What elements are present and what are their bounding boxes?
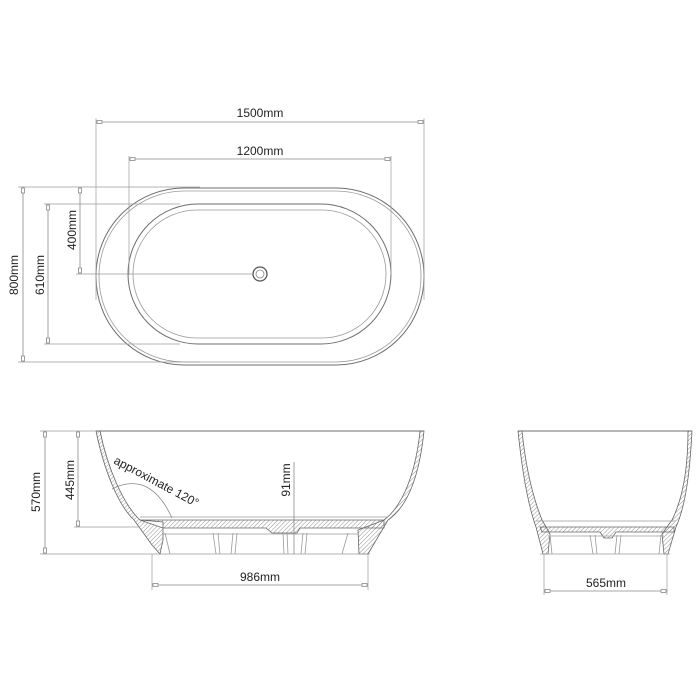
base-rib: [282, 532, 285, 555]
base-rib: [286, 532, 289, 555]
dim-arrow: [46, 337, 50, 344]
dim-label-overall-width: 800mm: [7, 255, 21, 295]
dim-arrow: [417, 120, 424, 124]
dim-arrow: [43, 547, 47, 554]
tub-right-wall: [357, 430, 425, 555]
dim-label-drain-offset: 400mm: [65, 210, 79, 250]
dim-arrow: [78, 267, 82, 274]
base-rib: [217, 532, 221, 555]
dim-label-inner-length: 1200mm: [237, 144, 284, 158]
drain-icon: [252, 266, 268, 282]
base-rib: [304, 532, 308, 555]
end-view: 565mm: [517, 430, 693, 595]
dim-label-base-width: 565mm: [586, 576, 626, 590]
base-rib: [234, 532, 238, 555]
base-rib: [212, 532, 217, 555]
tub-end-floor: [539, 526, 675, 539]
angle-arc: [111, 483, 173, 519]
tub-outer-rim: [95, 187, 425, 366]
dim-arrow: [21, 355, 25, 362]
base-rib: [549, 534, 553, 555]
dim-arrow: [46, 204, 50, 211]
base-rib: [230, 532, 234, 555]
base-rib: [589, 534, 594, 555]
base-rib: [618, 534, 622, 555]
dim-label-base-thickness: 91mm: [279, 463, 293, 496]
tub-end-left-wall: [517, 430, 551, 555]
end-base-ribs: [548, 534, 664, 555]
tub-floor: [139, 519, 385, 534]
dim-arrow: [96, 120, 103, 124]
dim-label-inner-depth: 445mm: [63, 460, 77, 500]
dim-arrow: [660, 589, 667, 593]
dim-label-inner-width: 610mm: [33, 255, 47, 295]
base-rib: [658, 534, 662, 555]
tub-base-ribs: [163, 532, 358, 555]
tub-end-right-wall: [661, 430, 693, 555]
dim-label-overall-length: 1500mm: [237, 106, 284, 120]
dim-arrow: [78, 187, 82, 194]
base-rib: [164, 532, 171, 555]
dim-label-overall-height: 570mm: [29, 472, 43, 512]
dim-arrow: [152, 583, 159, 587]
dim-arrow: [544, 589, 551, 593]
dim-arrow: [76, 431, 80, 438]
dim-arrow: [129, 157, 136, 161]
tub-left-wall: [95, 430, 164, 555]
base-rib: [614, 534, 618, 555]
base-rib: [594, 534, 598, 555]
drain-inner: [255, 269, 265, 279]
tub-outer-rim-inner: [98, 190, 422, 363]
base-rib: [300, 532, 304, 555]
dim-arrow: [384, 157, 391, 161]
base-rib: [341, 532, 349, 555]
dim-arrow: [43, 431, 47, 438]
top-view: 1500mm 1200mm 800mm 610mm 400mm: [7, 106, 425, 366]
dim-arrow: [76, 520, 80, 527]
dim-arrow: [21, 187, 25, 194]
side-view: 570mm 445mm approximate 120° 91mm 986mm: [29, 430, 425, 590]
dim-arrow: [361, 583, 368, 587]
dim-label-base-length: 986mm: [240, 570, 280, 584]
